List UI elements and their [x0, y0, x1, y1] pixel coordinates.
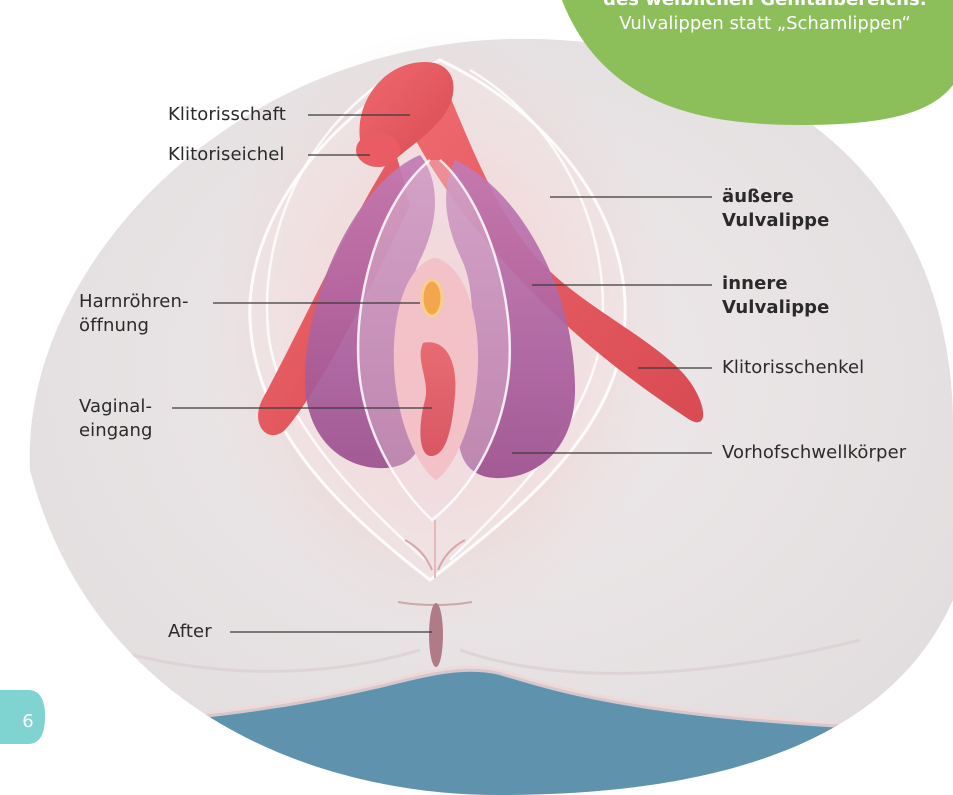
callout-title: des weiblichen Genitalbereichs:: [575, 0, 953, 12]
clitoris-glans: [356, 133, 400, 167]
label-klitorisschaft: Klitorisschaft: [168, 103, 286, 127]
callout-text: des weiblichen Genitalbereichs: Vulvalip…: [575, 0, 953, 36]
label-after: After: [168, 620, 212, 644]
page-number: 6: [11, 701, 45, 743]
label-klitoriseichel: Klitoriseichel: [168, 143, 285, 167]
label-klitorisschenkel: Klitorisschenkel: [722, 356, 864, 380]
label-innere-vulvalippe: innere Vulvalippe: [722, 272, 829, 320]
callout-subtitle: Vulvalippen statt „Schamlippen“: [575, 12, 953, 36]
label-harnroehrenoeffnung: Harnröhren- öffnung: [79, 290, 189, 338]
label-vaginaleingang: Vaginal- eingang: [79, 395, 152, 443]
urethral-opening: [422, 280, 442, 316]
label-vorhofschwellkoerper: Vorhofschwellkörper: [722, 441, 906, 465]
label-aeussere-vulvalippe: äußere Vulvalippe: [722, 185, 829, 233]
anus: [429, 603, 443, 667]
